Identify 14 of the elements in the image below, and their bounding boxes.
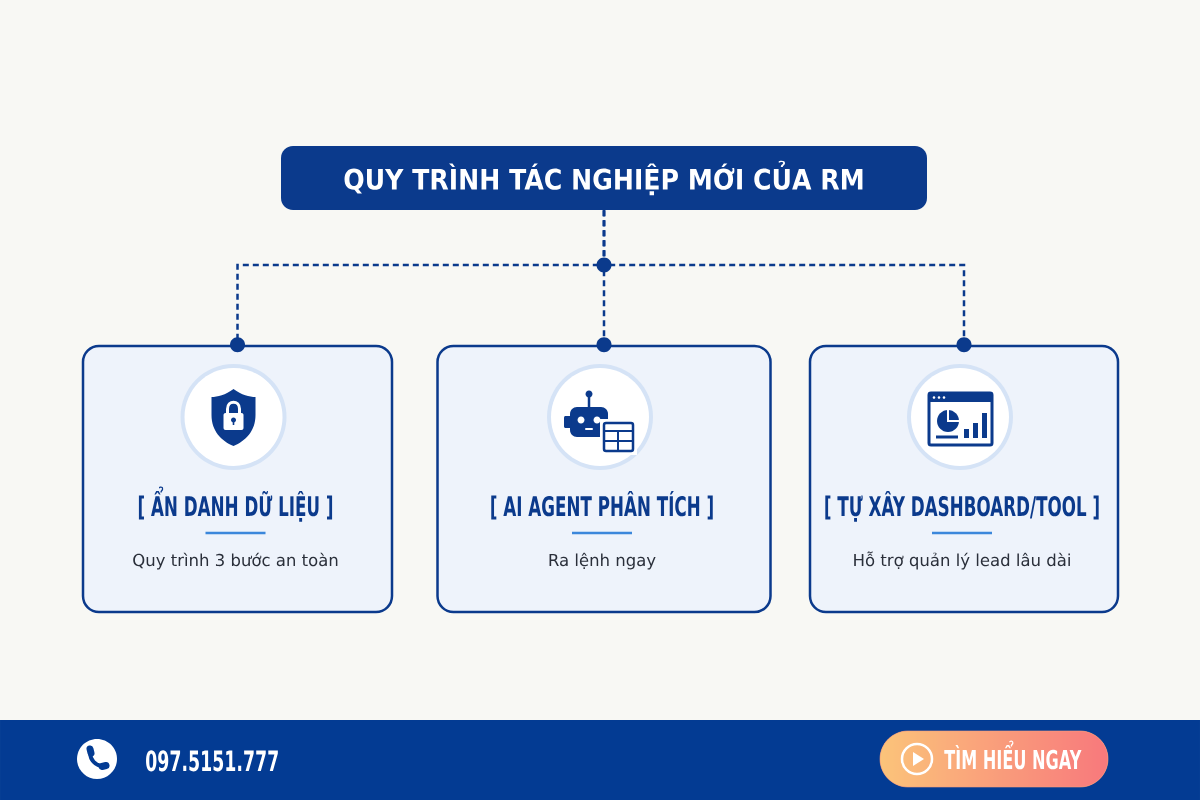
info-card	[436, 344, 772, 614]
button-label: TÌM HIỂU NGAY	[944, 740, 1082, 770]
phone-number: 097.5151.777	[146, 750, 278, 772]
info-card	[808, 344, 1120, 614]
card-text: Ra lệnh ngay	[549, 552, 656, 570]
info-card	[81, 344, 394, 614]
card-heading: [ AI AGENT PHÂN TÍCH ]	[491, 490, 713, 520]
title-box: QUY TRÌNH TÁC NGHIỆP MỚI CỦA RM	[281, 146, 927, 210]
card-heading: [ ẨN DANH DỮ LIỆU ]	[138, 486, 333, 522]
footer-band	[0, 720, 1200, 800]
card-text: Quy trình 3 bước an toàn	[133, 552, 338, 570]
card-heading: [ TỰ XÂY DASHBOARD/TOOL ]	[825, 490, 1099, 522]
cta-button	[879, 730, 1109, 788]
card-text: Hỗ trợ quản lý lead lâu dài	[854, 551, 1070, 570]
